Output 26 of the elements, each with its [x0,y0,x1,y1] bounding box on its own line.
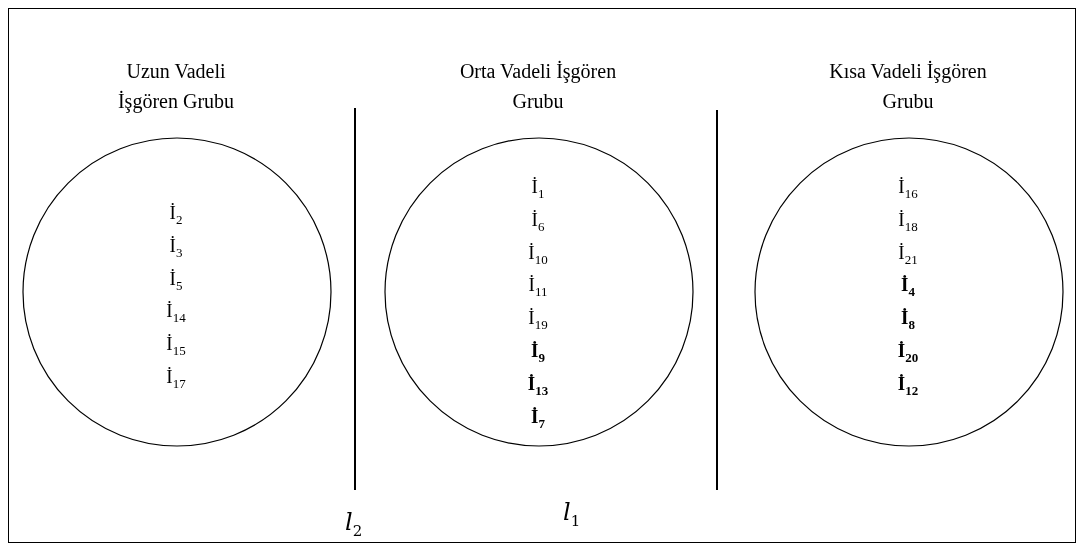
employee-code: İ$_{1}$ [531,175,545,203]
employee-code: İ$_{3}$ [169,233,183,262]
employee-code: İ$_{20}$ [897,339,919,367]
employee-code: İ$_{19}$ [528,306,548,334]
employee-code: İ$_{6}$ [531,207,545,236]
employee-code: İ$_{4}$ [901,273,915,302]
employee-code: İ$_{7}$ [531,404,545,433]
group-heading: Orta Vadeli İşgören Grubu [458,59,618,114]
line-label: l$_{2}$ [345,508,363,540]
group-heading: Uzun Vadeli İşgören Grubu [116,59,236,115]
group-heading: Kısa Vadeli İşgören Grubu [828,59,988,114]
employee-code: İ$_{12}$ [897,371,919,400]
employee-code: İ$_{11}$ [528,273,548,302]
line-label: l$_{1}$ [563,498,581,530]
employee-code: İ$_{8}$ [901,306,915,334]
employee-code: İ$_{13}$ [527,371,549,400]
employee-code: İ$_{2}$ [169,201,183,229]
employee-code: İ$_{15}$ [166,332,186,360]
employee-code: İ$_{17}$ [166,365,186,393]
employee-code: İ$_{21}$ [898,240,918,269]
employee-code: İ$_{16}$ [898,175,918,203]
employee-code: İ$_{9}$ [531,339,545,367]
employee-code: İ$_{18}$ [898,207,918,236]
employee-code: İ$_{5}$ [169,266,183,295]
employee-code: İ$_{14}$ [166,299,186,328]
employee-code: İ$_{10}$ [528,240,548,269]
